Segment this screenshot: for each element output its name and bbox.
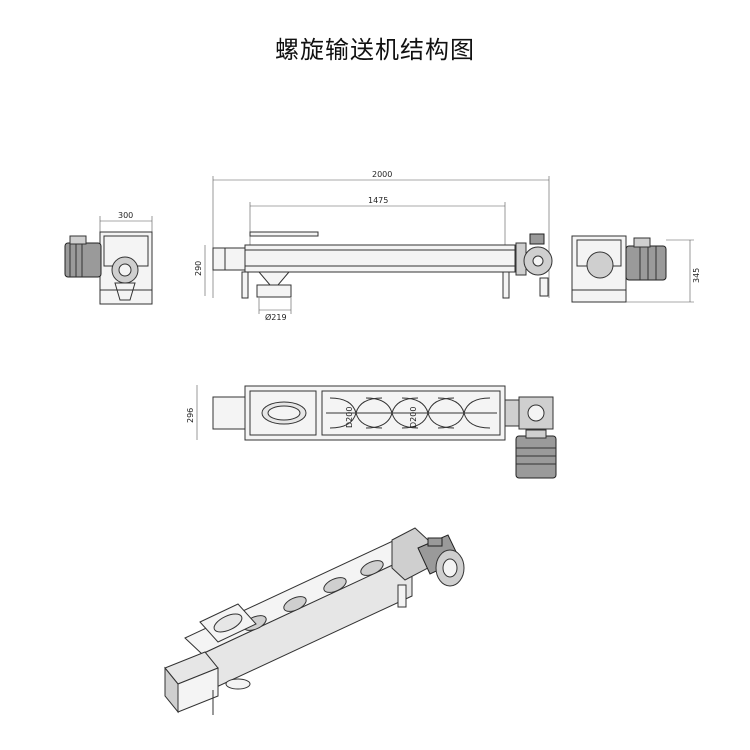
page-title: 螺旋输送机结构图 bbox=[275, 36, 475, 64]
isometric-view bbox=[164, 527, 465, 715]
top-view: 296 D200 D200 bbox=[186, 385, 557, 479]
right-end-view: 345 bbox=[571, 235, 701, 303]
dim-pitch-a: D200 bbox=[345, 407, 354, 428]
dim-side-height: 290 bbox=[194, 261, 203, 276]
dim-pitch-b: D200 bbox=[409, 407, 418, 428]
dim-trough-length: 1475 bbox=[368, 196, 388, 205]
dim-top-width: 296 bbox=[186, 408, 195, 423]
dim-end-height: 345 bbox=[692, 268, 701, 283]
dim-overall-length: 2000 bbox=[372, 170, 392, 179]
dim-inlet-diameter: Ø219 bbox=[265, 312, 287, 322]
left-end-view: 300 bbox=[64, 211, 153, 305]
side-view: 2000 1475 290 Ø219 bbox=[194, 170, 553, 322]
dim-end-width: 300 bbox=[118, 211, 133, 220]
